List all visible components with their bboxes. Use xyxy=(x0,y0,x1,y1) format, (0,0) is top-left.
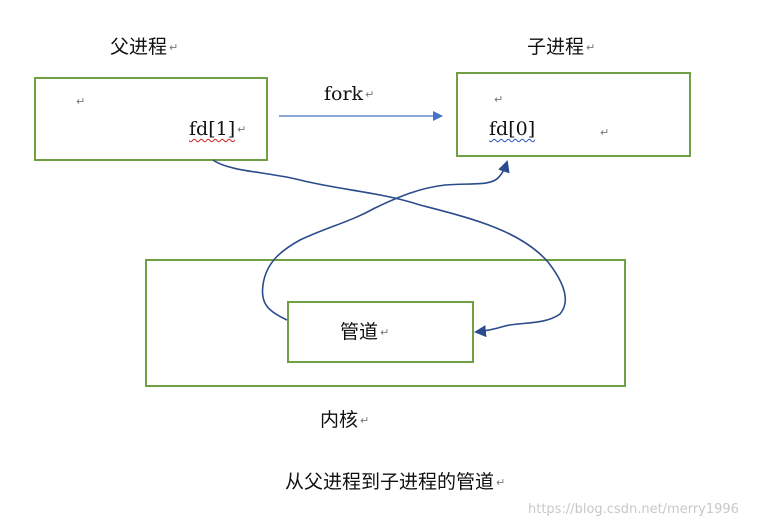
paragraph-mark: ↵ xyxy=(76,95,86,108)
child-empty-line: ↵ xyxy=(492,90,503,109)
paragraph-mark: ↵ xyxy=(496,476,506,489)
pipe-box xyxy=(287,301,474,363)
child-process-box xyxy=(456,72,691,157)
child-process-title: 子进程↵ xyxy=(527,38,595,57)
parent-process-title: 父进程↵ xyxy=(110,38,178,57)
child-fd-label: fd[0] xyxy=(489,120,535,139)
paragraph-mark: ↵ xyxy=(365,88,375,101)
paragraph-mark: ↵ xyxy=(586,41,596,54)
paragraph-mark: ↵ xyxy=(494,93,504,106)
paragraph-mark: ↵ xyxy=(237,123,247,136)
kernel-box xyxy=(145,259,626,387)
child-process-title-text: 子进程 xyxy=(527,36,585,58)
parent-fd-label: fd[1]↵ xyxy=(189,120,246,139)
parent-process-title-text: 父进程 xyxy=(110,36,168,58)
kernel-label: 内核↵ xyxy=(320,411,369,430)
diagram-caption: 从父进程到子进程的管道↵ xyxy=(285,473,505,492)
parent-empty-line: ↵ xyxy=(74,92,85,111)
child-fd-trailing-mark: ↵ xyxy=(598,123,609,142)
fork-label-text: fork xyxy=(324,83,364,105)
diagram-caption-text: 从父进程到子进程的管道 xyxy=(285,471,495,493)
fork-label: fork↵ xyxy=(324,85,374,104)
paragraph-mark: ↵ xyxy=(380,326,390,339)
pipe-label-text: 管道 xyxy=(340,321,379,343)
write-end-curve xyxy=(212,159,566,338)
paragraph-mark: ↵ xyxy=(360,414,370,427)
pipe-label: 管道↵ xyxy=(340,323,389,342)
kernel-label-text: 内核 xyxy=(320,409,359,431)
parent-process-box xyxy=(34,77,268,161)
paragraph-mark: ↵ xyxy=(600,126,610,139)
read-end-curve xyxy=(261,160,510,321)
paragraph-mark: ↵ xyxy=(169,41,179,54)
watermark: https://blog.csdn.net/merry1996 xyxy=(528,502,739,517)
parent-fd-text: fd[1] xyxy=(189,118,236,140)
child-fd-text: fd[0] xyxy=(489,118,536,140)
